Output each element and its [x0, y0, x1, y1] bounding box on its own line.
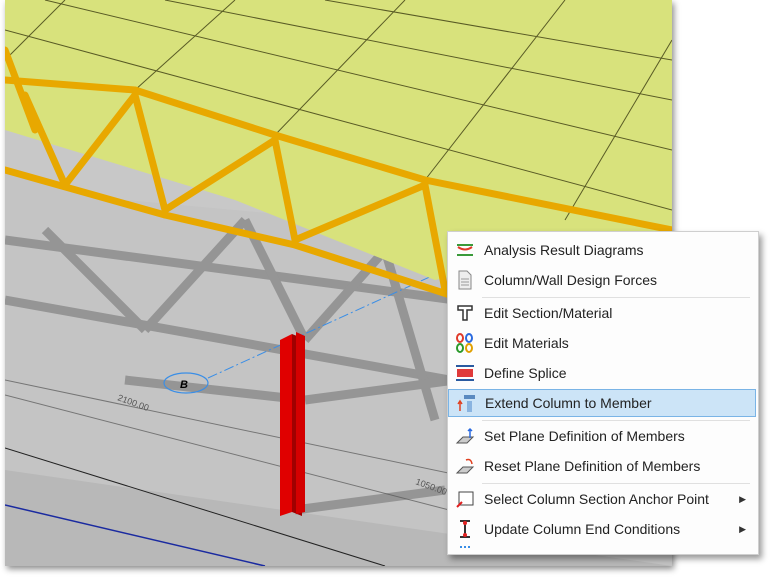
menu-item-edit-materials[interactable]: Edit Materials — [448, 329, 756, 357]
extend-column-icon — [455, 392, 477, 414]
menu-item-edit-section-material[interactable]: Edit Section/Material — [448, 299, 756, 327]
materials-icon — [454, 332, 476, 354]
menu-item-analysis-result-diagrams[interactable]: Analysis Result Diagrams — [448, 236, 756, 264]
menu-item-reset-plane-definition[interactable]: Reset Plane Definition of Members — [448, 452, 756, 480]
document-icon — [454, 269, 476, 291]
submenu-arrow-icon: ▶ — [739, 493, 746, 504]
diagram-icon — [454, 239, 476, 261]
end-conditions-icon — [454, 518, 476, 540]
set-plane-icon — [454, 425, 476, 447]
menu-item-extend-column-to-member[interactable]: Extend Column to Member — [448, 389, 756, 417]
menu-item-define-splice[interactable]: Define Splice — [448, 359, 756, 387]
menu-item-column-wall-design-forces[interactable]: Column/Wall Design Forces — [448, 266, 756, 294]
tee-section-icon — [454, 302, 476, 324]
reset-plane-icon — [454, 455, 476, 477]
selected-column[interactable] — [280, 332, 305, 516]
splice-icon — [454, 362, 476, 384]
menu-item-update-end-conditions[interactable]: Update Column End Conditions ▶ — [448, 515, 756, 543]
menu-item-set-plane-definition[interactable]: Set Plane Definition of Members — [448, 422, 756, 450]
menu-item-select-anchor-point[interactable]: Select Column Section Anchor Point ▶ — [448, 485, 756, 513]
submenu-arrow-icon: ▶ — [739, 523, 746, 534]
anchor-point-icon — [454, 488, 476, 510]
partial-menu-icon — [460, 546, 470, 554]
grid-bubble-label: B — [180, 379, 188, 391]
context-menu: Analysis Result Diagrams Column/Wall Des… — [447, 231, 759, 555]
